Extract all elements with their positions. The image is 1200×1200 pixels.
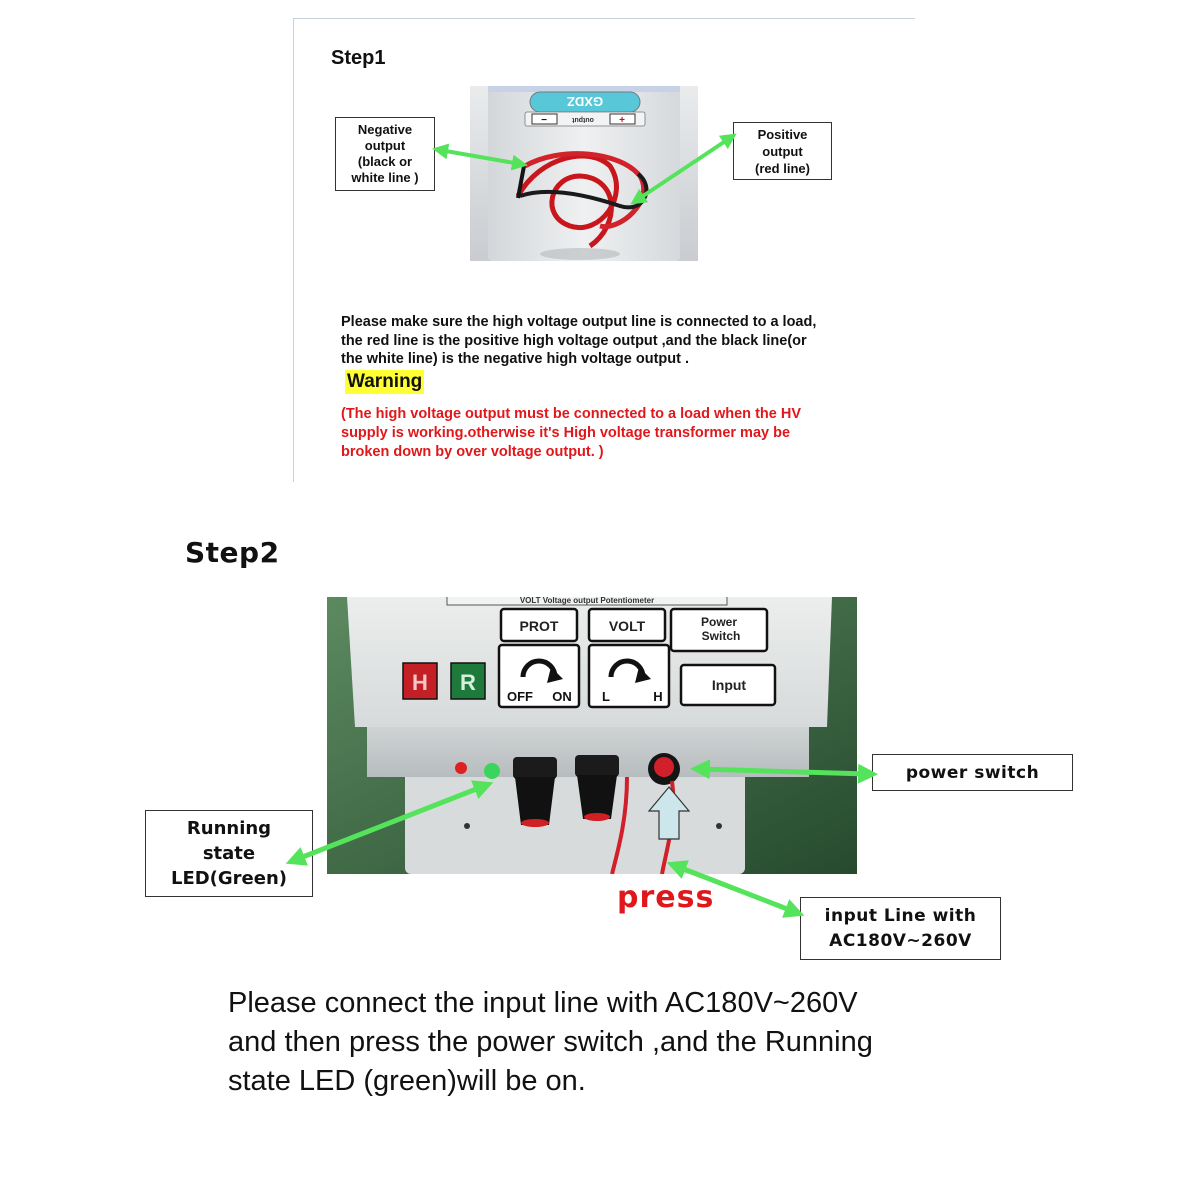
panel-volt-label: VOLT — [609, 618, 646, 634]
panel-r-indicator: R — [460, 670, 476, 695]
step2-arrows — [285, 759, 878, 918]
power-switch-callout: power switch — [872, 754, 1073, 791]
panel-power-switch-label-2: Switch — [702, 629, 741, 643]
input-line-callout: input Line with AC180V~260V — [800, 897, 1001, 960]
plus-label: + — [619, 115, 625, 126]
device-output-illustration: GXDZ − + output — [470, 86, 698, 261]
negative-output-callout: Negative output (black or white line ) — [335, 117, 435, 191]
device-brand-text: GXDZ — [567, 94, 603, 109]
panel-top-strip: VOLT Voltage output Potentiometer — [520, 597, 654, 605]
panel-input-label: Input — [712, 677, 747, 693]
panel-h2-label: H — [653, 689, 662, 704]
panel-l-label: L — [602, 689, 610, 704]
step2-device-photo: VOLT Voltage output Potentiometer PROT V… — [327, 597, 857, 874]
page-frame-left — [293, 18, 294, 482]
power-switch-arrow — [690, 759, 878, 784]
panel-on-label: ON — [552, 689, 572, 704]
step1-device-photo: GXDZ − + output — [470, 86, 698, 261]
panel-h-indicator: H — [412, 670, 428, 695]
step1-instruction-text: Please make sure the high voltage output… — [341, 314, 817, 367]
panel-power-switch-label-1: Power — [701, 615, 737, 629]
panel-prot-label: PROT — [520, 618, 559, 634]
red-led — [455, 762, 467, 774]
minus-label: − — [541, 115, 547, 126]
warning-label: Warning — [345, 370, 425, 394]
page-frame-top — [293, 18, 915, 19]
positive-output-arrow — [630, 133, 737, 205]
device-output-label: output — [571, 116, 593, 123]
press-arrow-icon — [647, 786, 691, 840]
step1-title: Step1 — [331, 47, 386, 69]
running-led-arrow — [285, 780, 494, 866]
negative-output-arrow — [432, 143, 528, 171]
step2-instruction-text: Please connect the input line with AC180… — [228, 987, 873, 1097]
panel-off-label: OFF — [507, 689, 533, 704]
running-state-callout: Running state LED(Green) — [145, 810, 313, 897]
step2-title: Step2 — [185, 536, 280, 569]
green-led — [484, 763, 500, 779]
input-line-arrow — [666, 860, 805, 918]
warning-text: (The high voltage output must be connect… — [341, 406, 801, 460]
step1-arrows — [432, 133, 737, 205]
